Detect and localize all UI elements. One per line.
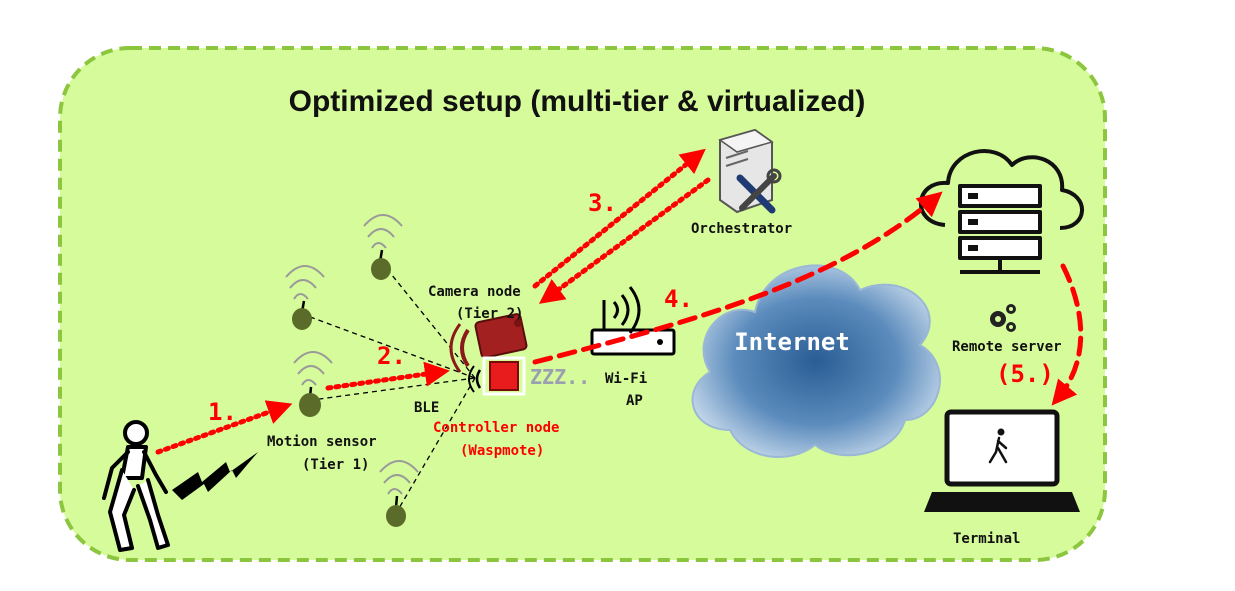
flow-arrows bbox=[155, 148, 711, 455]
sleep-label: ZZZ.. bbox=[530, 365, 590, 389]
motion-signal-icon bbox=[172, 452, 258, 500]
router-icon bbox=[590, 286, 676, 356]
cloud-icon bbox=[691, 264, 941, 458]
step-label-2: 2. bbox=[377, 342, 406, 370]
internet-label: Internet bbox=[734, 328, 850, 356]
laptop-icon bbox=[924, 409, 1080, 512]
camera-icon bbox=[449, 313, 528, 373]
sensor-node-icon bbox=[285, 265, 325, 330]
controller-node-sub-label: (Waspmote) bbox=[460, 443, 544, 459]
terminal-label: Terminal bbox=[953, 531, 1020, 547]
wifi-ap-label: Wi-Fi bbox=[605, 371, 647, 387]
gears-icon bbox=[990, 304, 1016, 332]
orchestrator-label: Orchestrator bbox=[691, 221, 792, 237]
camera-node-label: Camera node bbox=[428, 284, 521, 300]
orchestrator-icon bbox=[718, 128, 782, 214]
sensor-node-icon bbox=[363, 214, 403, 280]
arrow-5 bbox=[1051, 263, 1084, 406]
motion-sensor-node-icon bbox=[293, 351, 333, 417]
flow-arrows-dashed bbox=[532, 191, 1084, 406]
camera-node-tier-label: (Tier 2) bbox=[456, 306, 523, 322]
diagram-title: Optimized setup (multi-tier & virtualize… bbox=[289, 85, 866, 118]
motion-sensor-label: Motion sensor bbox=[267, 434, 377, 450]
ble-label: BLE bbox=[414, 400, 439, 416]
wifi-ap-label-2: AP bbox=[626, 393, 643, 409]
sensor-node-icon bbox=[379, 460, 419, 527]
step-label-3: 3. bbox=[588, 189, 617, 217]
arrow-4 bbox=[532, 191, 943, 365]
step-label-4: 4. bbox=[664, 285, 693, 313]
motion-sensor-tier-label: (Tier 1) bbox=[302, 457, 369, 473]
server-icon-lights bbox=[968, 193, 978, 251]
controller-node-label: Controller node bbox=[433, 420, 559, 436]
person-walking-icon bbox=[102, 420, 170, 552]
arrow-3-down bbox=[538, 177, 711, 304]
step-label-1: 1. bbox=[208, 398, 237, 426]
arrow-1 bbox=[155, 400, 293, 455]
remote-server-label: Remote server bbox=[952, 339, 1062, 355]
controller-icon bbox=[468, 356, 526, 396]
arrow-3-up bbox=[532, 148, 706, 289]
arrow-2 bbox=[325, 361, 450, 391]
step-label-5: (5.) bbox=[996, 360, 1054, 388]
